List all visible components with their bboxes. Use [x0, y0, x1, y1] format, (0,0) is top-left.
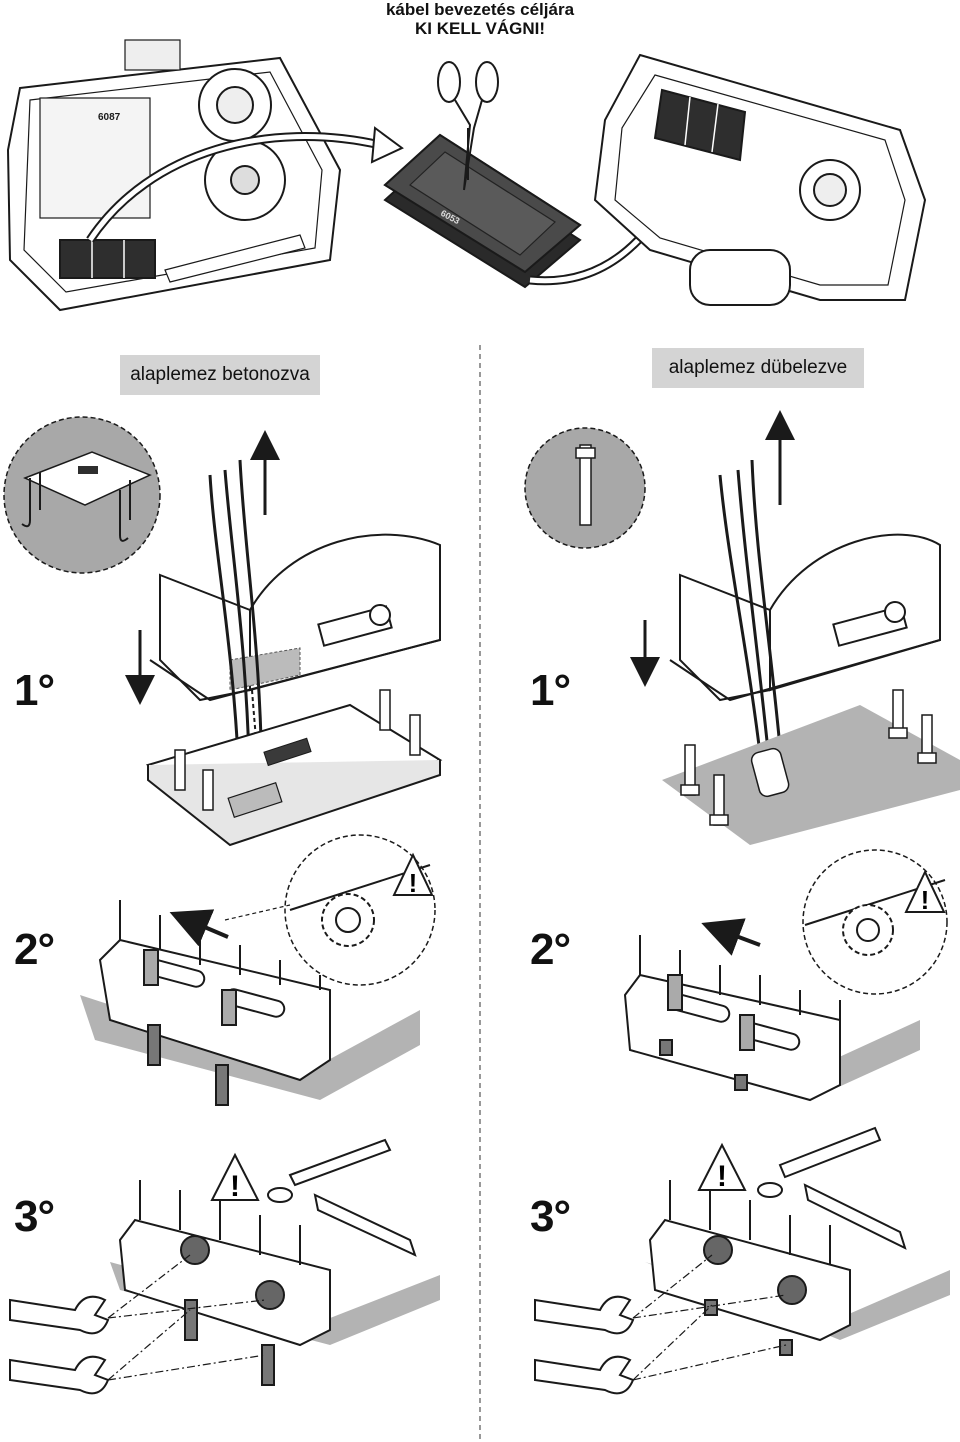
leader-lines-right — [632, 1254, 787, 1381]
concrete-surface-right — [662, 705, 960, 845]
anchor-bolts-right — [680, 689, 937, 826]
cable-gland-right — [750, 747, 790, 798]
shadow-step3-right — [645, 1262, 950, 1340]
step-1-left: 1° — [14, 666, 55, 715]
label-anchored-base: alaplemez dübelezve — [652, 348, 864, 388]
shadow-step2-left — [80, 995, 420, 1100]
motor-base-step3-right — [648, 1180, 851, 1356]
board-code-text: 6087 — [98, 112, 121, 123]
motor-step1-right — [669, 533, 941, 702]
motor-base-step3-left — [118, 1180, 331, 1386]
header-title-line1: kábel bevezetés céljára — [385, 0, 575, 19]
step-3-left: 3° — [14, 1192, 55, 1241]
step-2-left: 2° — [14, 925, 55, 974]
threaded-rods-left — [174, 689, 421, 811]
shadow-step2-right — [630, 1020, 920, 1100]
level-tools-right — [757, 1126, 907, 1250]
arrow-push-right — [701, 918, 761, 956]
wrenches-left — [9, 1295, 110, 1395]
cable-gasket — [383, 133, 582, 289]
arrow-push-left — [169, 909, 229, 947]
scissors-icon — [437, 61, 499, 191]
shadow-step3-left — [110, 1262, 440, 1345]
warning-icon-left-3: ! — [210, 1152, 260, 1203]
step-3-right: 3° — [530, 1192, 571, 1241]
label-concrete-base: alaplemez betonozva — [120, 355, 320, 395]
motor-unit-open — [6, 39, 342, 312]
motor-base-step2-right — [623, 935, 841, 1102]
warning-icon-right-3: ! — [697, 1142, 747, 1193]
header-title-line2: KI KELL VÁGNI! — [414, 19, 546, 38]
motor-housing-bottom — [593, 53, 927, 306]
base-plate-left — [145, 703, 443, 847]
motor-base-step2-left — [98, 900, 331, 1106]
warning-mark-left-3: ! — [230, 1170, 240, 1203]
wrenches-right — [534, 1295, 635, 1395]
warning-icon-left-2: ! — [392, 852, 434, 898]
warning-mark-right-3: ! — [717, 1160, 727, 1193]
step-2-right: 2° — [530, 925, 571, 974]
detail-circle-anchor-bolt — [524, 427, 646, 549]
step-1-right: 1° — [530, 666, 571, 715]
cables-right — [718, 459, 784, 771]
level-tools-left — [267, 1138, 417, 1257]
leader-lines-left — [107, 1254, 266, 1381]
gear-detail-left — [284, 834, 436, 986]
motor-step1-left — [149, 533, 441, 702]
warning-icon-right-2: ! — [904, 869, 946, 915]
detail-circle-concrete-plate — [3, 416, 161, 574]
warning-mark-left-2: ! — [409, 868, 418, 898]
warning-mark-right-2: ! — [921, 885, 930, 915]
